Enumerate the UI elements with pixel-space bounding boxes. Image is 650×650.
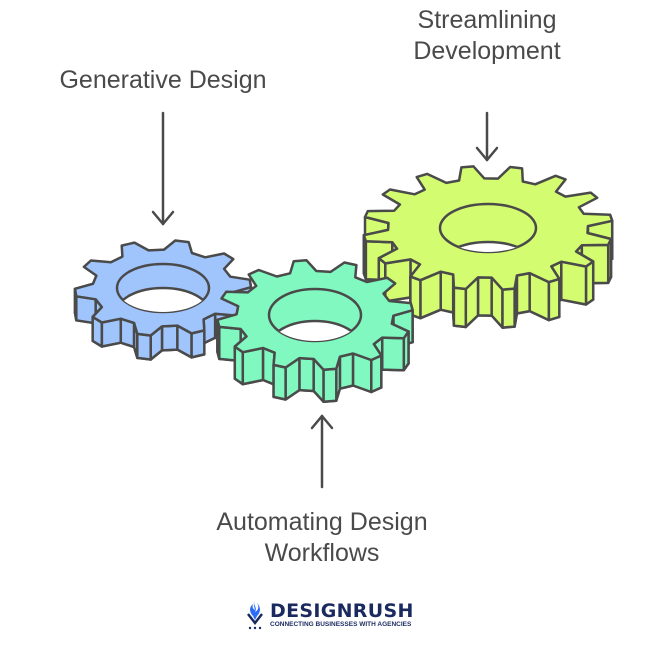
arrow-streamlining bbox=[475, 111, 499, 162]
label-line: Streamlining bbox=[417, 6, 557, 34]
flame-icon bbox=[247, 600, 263, 630]
designrush-logo: DESIGNRUSH CONNECTING BUSINESSES WITH AG… bbox=[246, 598, 414, 632]
arrow-automating bbox=[310, 414, 334, 489]
label-generative-design: Generative Design bbox=[59, 66, 267, 94]
logo-name: DESIGNRUSH bbox=[270, 600, 414, 622]
label-line: Workflows bbox=[264, 539, 380, 567]
label-line: Automating Design bbox=[216, 508, 428, 536]
arrow-generative bbox=[151, 111, 175, 226]
gear-automating bbox=[216, 258, 414, 404]
logo-tagline: CONNECTING BUSINESSES WITH AGENCIES bbox=[270, 621, 412, 628]
label-automating-design-workflows: Automating Design Workflows bbox=[172, 507, 472, 569]
label-streamlining-development: Streamlining Development bbox=[367, 5, 607, 67]
label-line: Development bbox=[413, 37, 561, 65]
